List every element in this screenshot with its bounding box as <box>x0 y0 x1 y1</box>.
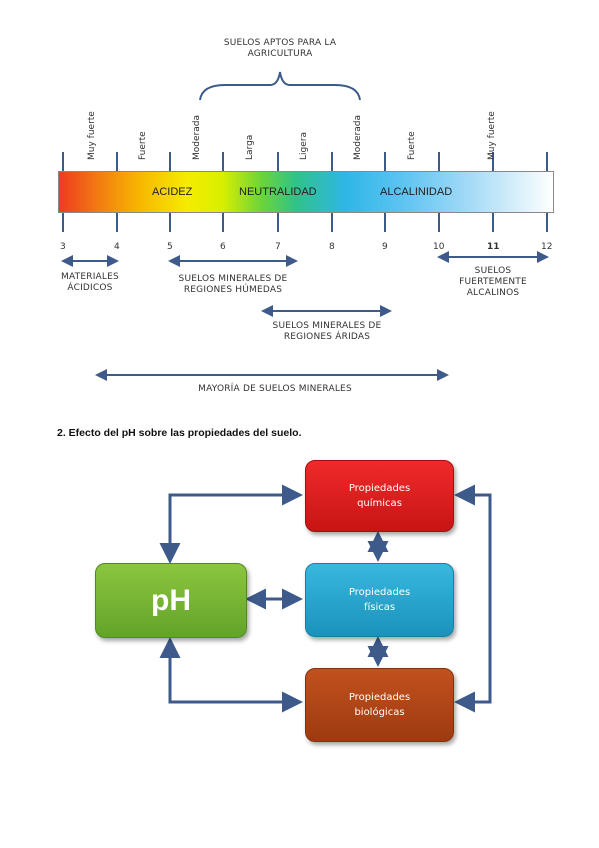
label-moderate-alkaline: Moderada <box>353 115 363 160</box>
ph-value-8: 8 <box>329 242 335 252</box>
ph-value-6: 6 <box>220 242 226 252</box>
biological-line1: Propiedades <box>348 692 411 703</box>
arid-soils-label: SUELOS MINERALES DE REGIONES ÁRIDAS <box>272 321 382 342</box>
biological-line2: biológicas <box>354 707 405 718</box>
physical-properties-box: Propiedades físicas <box>305 563 454 637</box>
arrow-ph-chemical <box>159 484 303 564</box>
physical-line1: Propiedades <box>348 587 411 598</box>
label-very-strong-acid: Muy fuerte <box>87 111 97 160</box>
label-very-strong-alkaline: Muy fuerte <box>487 111 497 160</box>
label-slight-acid: Larga <box>245 134 255 160</box>
chemical-line2: químicas <box>357 498 402 509</box>
ph-value-11: 11 <box>487 242 500 252</box>
ph-gradient-bar <box>58 171 554 213</box>
ph-box-label: pH <box>151 584 191 617</box>
agriculture-brace <box>199 71 361 101</box>
section-title: 2. Efecto del pH sobre las propiedades d… <box>57 427 302 439</box>
ph-value-12: 12 <box>541 242 553 252</box>
label-strong-alkaline: Fuerte <box>407 131 417 160</box>
ph-value-7: 7 <box>275 242 281 252</box>
arrow-chemical-biological <box>454 484 492 713</box>
arrow-ph-biological <box>159 637 303 713</box>
biological-properties-box: Propiedades biológicas <box>305 668 454 742</box>
humid-soils-label: SUELOS MINERALES DE REGIONES HÚMEDAS <box>178 274 288 295</box>
ph-value-10: 10 <box>433 242 445 252</box>
label-strong-acid: Fuerte <box>138 131 148 160</box>
chemical-properties-box: Propiedades químicas <box>305 460 454 532</box>
ph-box: pH <box>95 563 247 638</box>
alkalinity-label: ALCALINIDAD <box>380 186 453 198</box>
neutrality-label: NEUTRALIDAD <box>239 186 317 198</box>
mineral-majority-label: MAYORÍA DE SUELOS MINERALES <box>198 384 352 394</box>
acidity-label: ACIDEZ <box>152 186 193 198</box>
strong-alkaline-label: SUELOS FUERTEMENTE ALCALINOS <box>459 266 527 298</box>
lower-ticks <box>62 212 548 232</box>
physical-line2: físicas <box>363 602 396 613</box>
label-slight-alkaline: Ligera <box>299 132 309 160</box>
diagram-arrows <box>159 484 492 713</box>
acid-materials-label: MATERIALES ÁCIDICOS <box>61 272 119 293</box>
ph-value-9: 9 <box>382 242 388 252</box>
ph-scale-lines <box>61 71 549 381</box>
ph-value-4: 4 <box>114 242 120 252</box>
ph-value-5: 5 <box>167 242 173 252</box>
chemical-line1: Propiedades <box>348 483 411 494</box>
ph-value-3: 3 <box>60 242 66 252</box>
agriculture-caption: SUELOS APTOS PARA LA AGRICULTURA <box>223 38 337 59</box>
label-moderate-acid: Moderada <box>192 115 202 160</box>
upper-ticks <box>62 152 548 171</box>
